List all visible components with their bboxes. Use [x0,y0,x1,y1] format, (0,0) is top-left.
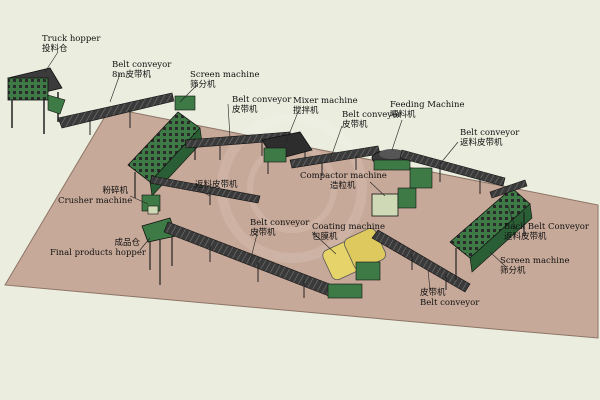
screen-machine-2-label: Screen machine 筛分机 [500,256,569,276]
belt-conveyor-2-label: Belt conveyor 皮带机 [232,95,291,115]
final-products-hopper-label: 成品仓 Final products hopper [50,238,140,258]
belt-conveyor-return-label: Belt conveyor 返料皮带机 [460,128,519,148]
back-belt-conveyor-label: Back Belt Conveyor 返料皮带机 [504,222,589,242]
belt-conveyor-4-label: Belt conveyor 皮带机 [250,218,309,238]
truck-hopper [8,68,65,134]
crusher-machine [142,195,160,214]
compactor-machine-label: Compactor machine 造粒机 [300,171,387,191]
belt-conveyor-5-label: 皮带机 Belt conveyor [420,288,479,308]
crusher-machine-label: 粉碎机 Crusher machine [58,186,128,206]
screen-machine-1-label: Screen machine 筛分机 [190,70,259,90]
coating-machine-label: Coating machine 包膜机 [312,222,385,242]
return-belt-label: 返料皮带机 [195,180,238,190]
truck-hopper-label: Truck hopper 投料仓 [42,34,100,54]
belt-conveyor-8m-label: Belt conveyor 8m皮带机 [112,60,171,80]
feeding-machine-label: Feeding Machine 喂料机 [390,100,465,120]
